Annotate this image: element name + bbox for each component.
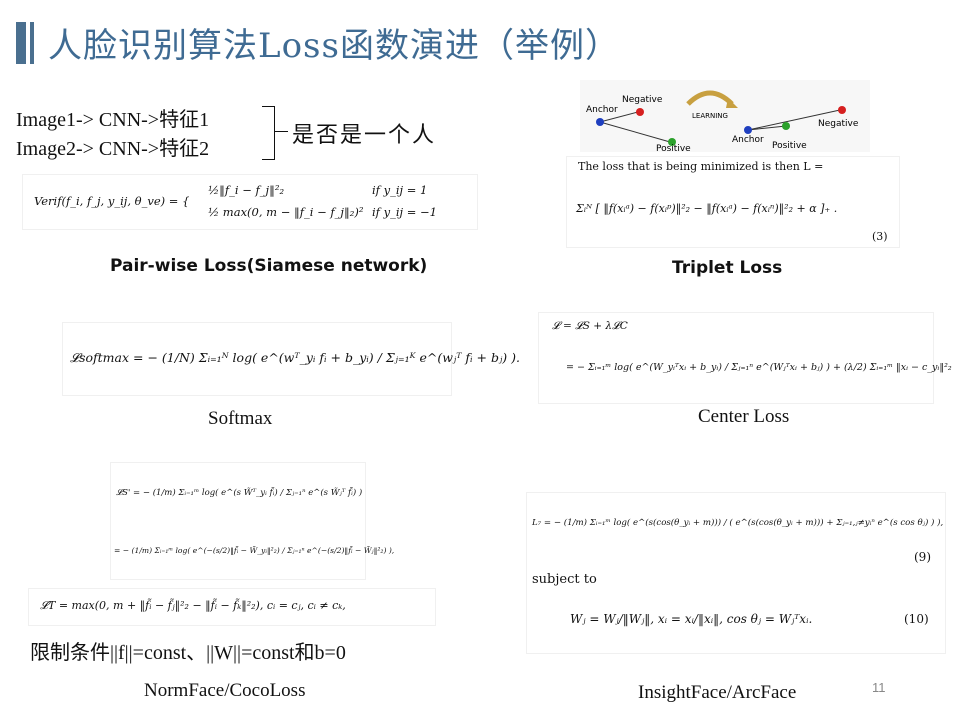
intro-brace xyxy=(262,106,275,160)
title-accent-bar xyxy=(16,22,26,64)
arcface-line-2: Wⱼ = Wⱼ/‖Wⱼ‖, xᵢ = xᵢ/‖xᵢ‖, cos θⱼ = Wⱼᵀ… xyxy=(570,612,813,626)
verif-caption: Pair-wise Loss(Siamese network) xyxy=(110,256,428,276)
verif-case1: ½‖f_i − f_j‖²₂ xyxy=(208,183,285,197)
negative-point-right xyxy=(838,106,846,114)
anchor-point-right xyxy=(744,126,752,134)
label-positive-right: Positive xyxy=(772,141,807,151)
triplet-formula-body: Σᵢᴺ [ ‖f(xᵢᵃ) − f(xᵢᵖ)‖²₂ − ‖f(xᵢᵃ) − f(… xyxy=(576,202,838,215)
triplet-intro: The loss that is being minimized is then… xyxy=(578,160,824,173)
normface-formula: 𝓛S' = − (1/m) Σᵢ₌₁ᵐ log( e^(s W̃ᵀ_yᵢ f̃ᵢ… xyxy=(110,462,394,580)
verif-case2-cond: if y_ij = −1 xyxy=(372,205,437,219)
triplet-eq-number: (3) xyxy=(872,230,888,243)
softmax-formula-body: 𝓛softmax = − (1/N) Σᵢ₌₁ᴺ log( e^(wᵀ_yᵢ f… xyxy=(70,350,520,365)
center-line-2: = − Σᵢ₌₁ᵐ log( e^(W_yᵢᵀxᵢ + b_yᵢ) / Σⱼ₌₁… xyxy=(566,362,952,373)
arcface-subject: subject to xyxy=(532,572,597,587)
arcface-eq9: (9) xyxy=(914,550,931,564)
arcface-formula: L₇ = − (1/m) Σᵢ₌₁ᵐ log( e^(s(cos(θ_yᵢ + … xyxy=(526,492,946,654)
label-negative-left: Negative xyxy=(622,95,663,105)
intro-brace-tick xyxy=(274,131,288,132)
normface-triplet-line: 𝓛T = max(0, m + ‖f̃ᵢ − f̃ⱼ‖²₂ − ‖f̃ᵢ − f… xyxy=(40,599,346,612)
label-positive-left: Positive xyxy=(656,144,691,152)
triplet-formula: The loss that is being minimized is then… xyxy=(566,156,900,248)
normface-condition: 限制条件||f||=const、||W||=const和b=0 xyxy=(30,642,346,664)
label-learning: LEARNING xyxy=(692,112,728,120)
center-formula: 𝓛 = 𝓛S + λ𝓛C = − Σᵢ₌₁ᵐ log( e^(W_yᵢᵀxᵢ +… xyxy=(538,312,952,404)
triplet-diagram: Negative Anchor Positive LEARNING Anchor… xyxy=(580,80,870,152)
center-caption: Center Loss xyxy=(698,406,790,427)
softmax-caption: Softmax xyxy=(208,408,273,429)
label-anchor-left: Anchor xyxy=(586,105,618,115)
positive-point-right xyxy=(782,122,790,130)
softmax-formula: 𝓛softmax = − (1/N) Σᵢ₌₁ᴺ log( e^(wᵀ_yᵢ f… xyxy=(62,322,520,396)
anchor-point-left xyxy=(596,118,604,126)
page-number: 11 xyxy=(872,680,886,695)
verif-case2: ½ max(0, m − ‖f_i − f_j‖₂)² xyxy=(208,205,364,219)
positive-point-left xyxy=(668,138,676,146)
arcface-line-1: L₇ = − (1/m) Σᵢ₌₁ᵐ log( e^(s(cos(θ_yᵢ + … xyxy=(532,518,944,528)
verif-lhs: Verif(f_i, f_j, y_ij, θ_ve) = { xyxy=(34,194,190,208)
center-line-1: 𝓛 = 𝓛S + λ𝓛C xyxy=(552,320,628,332)
normface-line-2: = − (1/m) Σᵢ₌₁ᵐ log( e^(−(s/2)‖f̃ᵢ − W̃_… xyxy=(114,546,395,555)
intro-lines: Image1-> CNN->特征1 Image2-> CNN->特征2 xyxy=(16,106,209,164)
arcface-eq10: (10) xyxy=(904,612,929,626)
triplet-diagram-svg: Negative Anchor Positive LEARNING Anchor… xyxy=(586,90,859,152)
normface-line-1: 𝓛S' = − (1/m) Σᵢ₌₁ᵐ log( e^(s W̃ᵀ_yᵢ f̃ᵢ… xyxy=(116,488,363,498)
verif-formula: Verif(f_i, f_j, y_ij, θ_ve) = { ½‖f_i − … xyxy=(22,174,478,230)
label-negative-right: Negative xyxy=(818,119,859,129)
arcface-caption: InsightFace/ArcFace xyxy=(638,682,797,703)
title-accent-bar-thin xyxy=(30,22,34,64)
intro-line-2: Image2-> CNN->特征2 xyxy=(16,138,210,160)
intro-line-1: Image1-> CNN->特征1 xyxy=(16,109,210,131)
slide-title: 人脸识别算法Loss函数演进（举例） xyxy=(48,26,620,66)
learning-arrow xyxy=(686,90,734,106)
normface-caption: NormFace/CocoLoss xyxy=(144,680,306,701)
label-anchor-right: Anchor xyxy=(732,135,764,145)
intro-conclusion: 是否是一个人 xyxy=(292,122,437,147)
triplet-caption: Triplet Loss xyxy=(672,258,783,278)
normface-triplet-formula: 𝓛T = max(0, m + ‖f̃ᵢ − f̃ⱼ‖²₂ − ‖f̃ᵢ − f… xyxy=(28,588,436,626)
negative-point-left xyxy=(636,108,644,116)
verif-case1-cond: if y_ij = 1 xyxy=(372,183,428,197)
